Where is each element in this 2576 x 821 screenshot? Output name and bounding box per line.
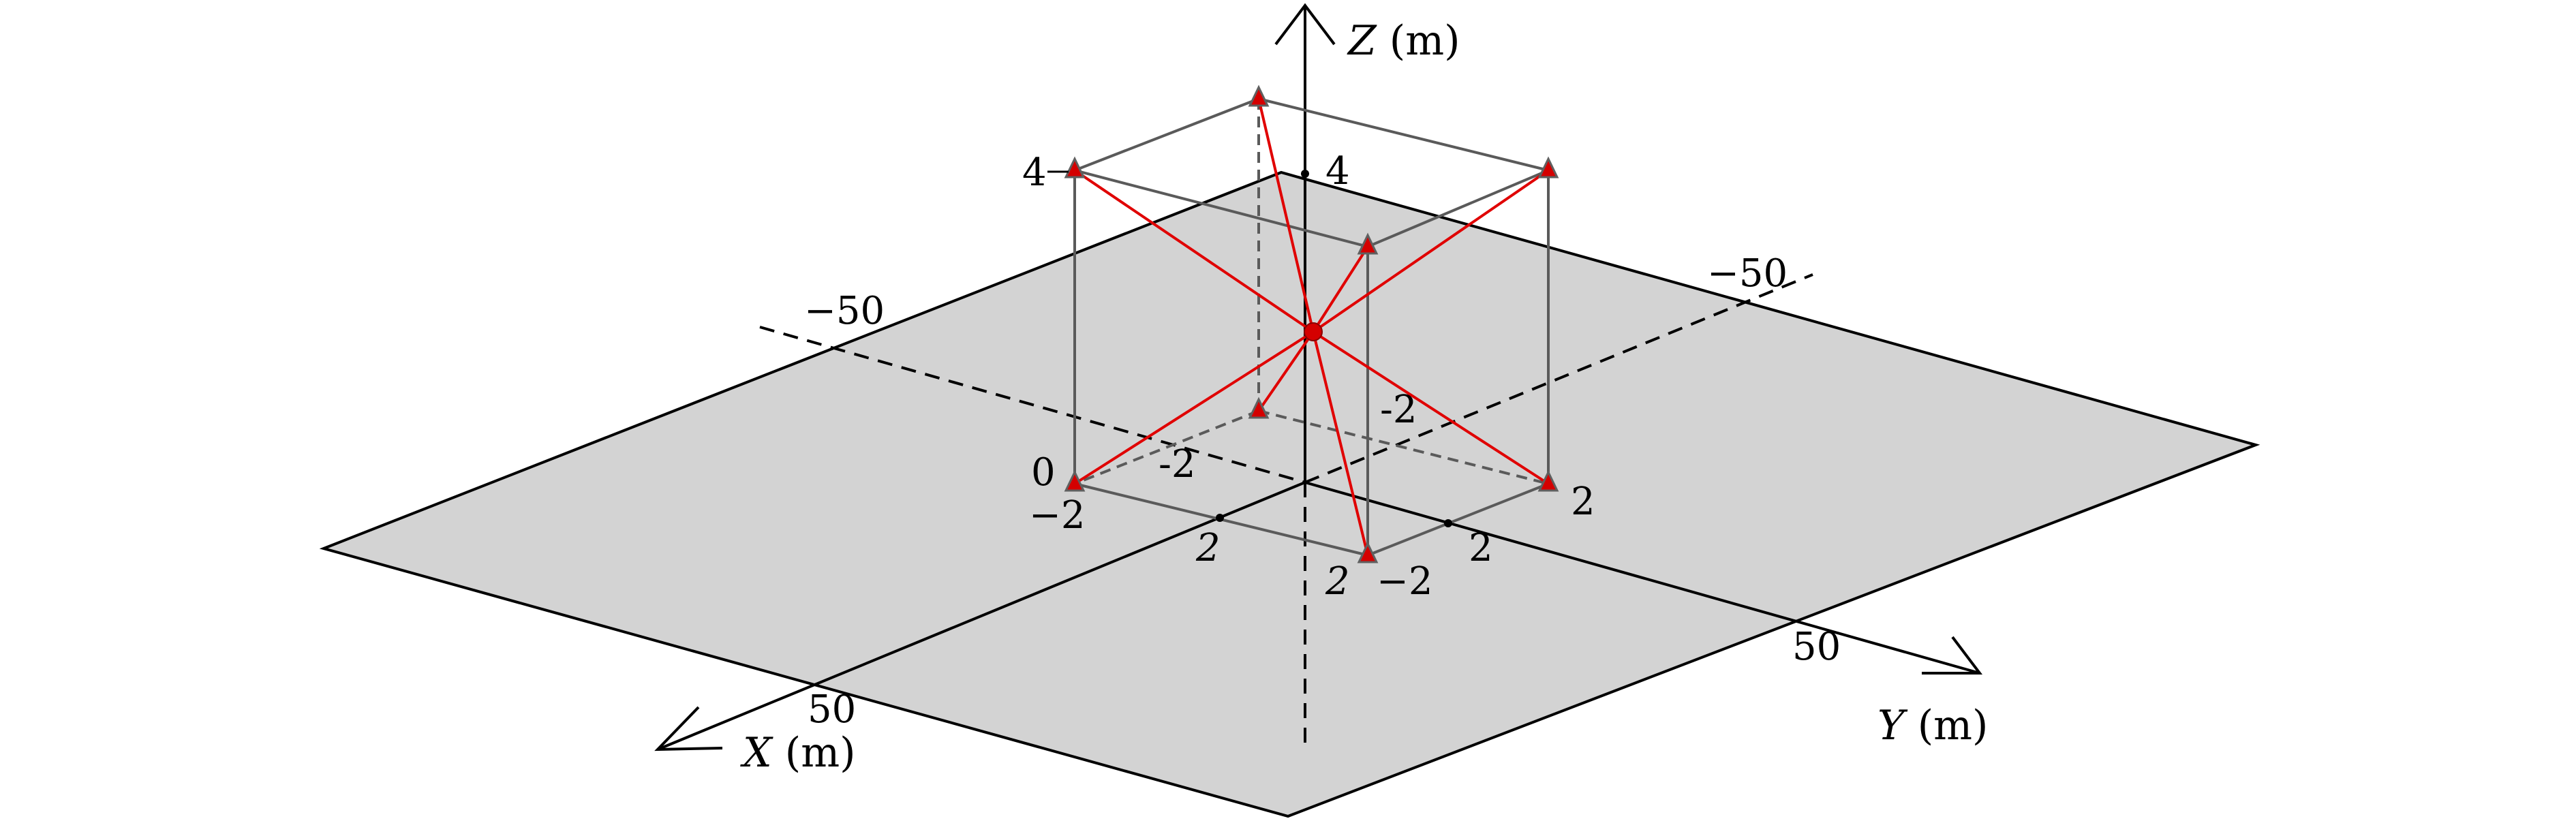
tick-dots: [1216, 170, 1452, 527]
box-hidden-edges: [1074, 99, 1549, 485]
y-axis-end-label: 50: [1792, 625, 1841, 669]
box-inner-neg-label-b: -2: [1380, 388, 1417, 432]
anchor-2: [1537, 156, 1559, 179]
box-x-neg-label: −2: [1029, 493, 1086, 538]
box-x-pos-near-label: 2: [1195, 526, 1221, 570]
x-axis-end-label: 50: [808, 687, 856, 732]
z-axis-label: Z (m): [1347, 17, 1460, 65]
y-axis-neg-label: −50: [1707, 251, 1788, 296]
box-y-pos-right-label: 2: [1571, 480, 1595, 524]
box-x-pos-front-label: 2: [1325, 559, 1350, 604]
x-axis-arrow: [654, 706, 723, 752]
box-y-neg-front-label: −2: [1377, 559, 1433, 604]
centre-node: [1304, 322, 1323, 341]
y-axis: [1304, 481, 1980, 675]
anchor-3: [1357, 232, 1379, 255]
x-axis-neg-label: −50: [804, 289, 885, 333]
anchor-4: [1064, 156, 1086, 179]
x-axis: [657, 481, 1306, 751]
z-axis-arrow: [1274, 3, 1336, 46]
box-inner-neg-label-a: -2: [1159, 442, 1196, 486]
red-links: [1073, 98, 1550, 556]
box-z-top-label: 4: [1022, 151, 1047, 195]
x-axis-negative: [759, 326, 1306, 484]
anchor-7: [1537, 469, 1559, 492]
anchor-8: [1357, 541, 1379, 563]
box-z-bottom-label: 0: [1031, 450, 1056, 495]
z-tick-label: 4: [1325, 149, 1350, 193]
y-axis-label: Y (m): [1877, 702, 1988, 749]
anchors: [1064, 84, 1559, 563]
ground-plane: [319, 170, 2260, 818]
box-y-pos-near-label: 2: [1469, 526, 1493, 570]
anchor-1: [1248, 84, 1270, 107]
y-axis-arrow: [1922, 636, 1983, 675]
x-axis-label: X (m): [740, 729, 856, 777]
anchor-5: [1248, 397, 1270, 419]
y-axis-negative: [1304, 273, 1813, 484]
anchor-6: [1064, 469, 1086, 492]
